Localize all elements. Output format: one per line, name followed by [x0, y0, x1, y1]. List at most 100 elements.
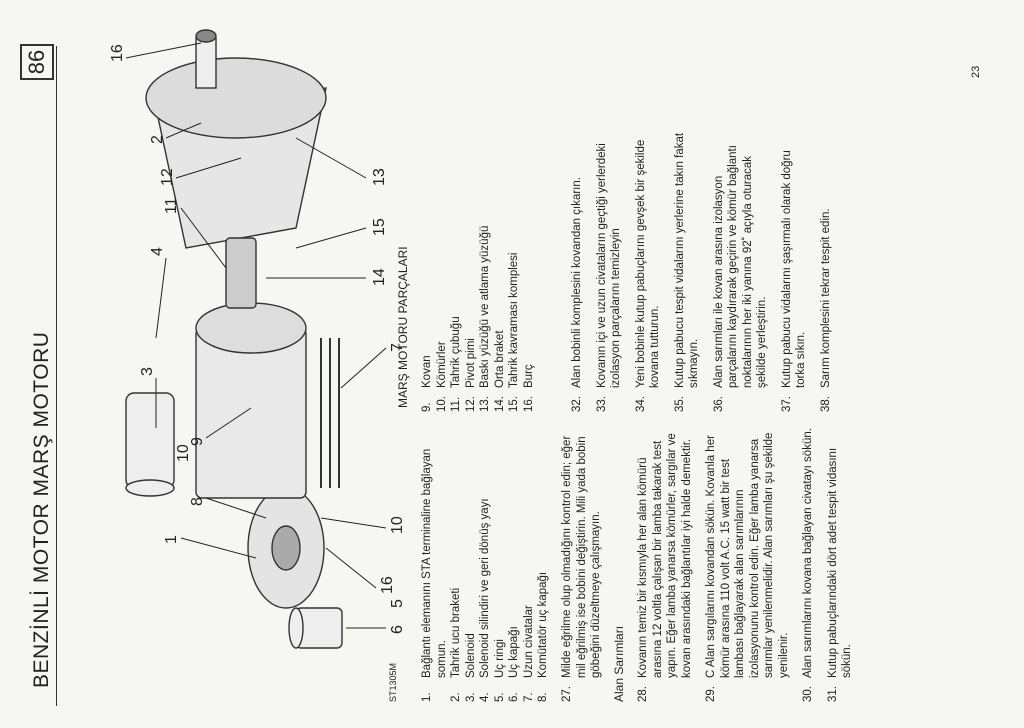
procedure-step: 33. Kovanın içi ve uzun civataların geçti… [595, 122, 624, 412]
callout-2: 2 [149, 135, 166, 144]
procedure-step: 30.Alan sarımlarını kovana bağlayan civa… [801, 422, 816, 702]
item-number: 29. [705, 686, 717, 702]
procedure-step: 27. Milde eğrilme olup olmadığını kontrol… [560, 422, 604, 702]
item-number: 2. [450, 692, 462, 702]
procedure-step: 32. Alan bobinli komplesini kovandan çıka… [570, 122, 585, 412]
item-number: 16. [522, 396, 535, 412]
header-rule [56, 46, 57, 706]
callout-15: 15 [371, 218, 388, 236]
item-text: Orta braket [493, 330, 506, 388]
item-text: Tahrik çubuğu [450, 316, 462, 388]
item-text: Milde eğrilme olup olmadığını kontrol ed… [561, 435, 602, 678]
item-text: Kutup pabuçlarındaki dört adet tespit vi… [826, 447, 854, 678]
item-number: 38. [819, 396, 832, 412]
text-column-left: 27. Milde eğrilme olup olmadığını kontrol… [560, 422, 855, 702]
item-text: Sarım komplesini tekrar tespit edin. [819, 208, 832, 388]
solenoid-shape [125, 392, 175, 489]
item-number: 33. [595, 396, 608, 412]
item-number: 34. [634, 396, 647, 412]
page-box-number: 86 [20, 44, 54, 80]
procedure-step: 31. Kutup pabuçlarındaki dört adet tespit… [826, 422, 855, 702]
part-list-item: 5.Uç ringi [493, 432, 508, 702]
item-number: 36. [712, 396, 725, 412]
part-list-item: 14. Orta braket [493, 162, 508, 412]
part-list-item: 11. Tahrik çubuğu [449, 162, 464, 412]
item-number: 14. [493, 396, 506, 412]
procedure-step: 28. Kovanın temiz bir kısmıyla her alan k… [636, 422, 694, 702]
item-number: 3. [464, 692, 477, 702]
callout-12: 12 [159, 168, 176, 186]
item-number: 9. [421, 402, 433, 412]
item-number: 4. [479, 692, 491, 702]
item-text: Kovanın içi ve uzun civataların geçtiği … [595, 143, 623, 388]
item-text: Komütatör uç kapağı [537, 571, 549, 678]
figure-code: ST1305M [388, 662, 398, 702]
callout-9: 9 [189, 437, 206, 446]
subhead-field-windings: Alan Sarımları [611, 625, 626, 702]
part-list-item: 6. Uç kapağı [507, 432, 522, 702]
item-number: 37. [780, 396, 793, 412]
item-number: 8. [537, 692, 549, 702]
part-list-item: 1. Bağlantı elemanını STA terminaline bağ… [420, 432, 449, 702]
item-text: Alan sarımlarını kovana bağlayan civatay… [802, 428, 814, 678]
parts-title: MARŞ MOTORU PARÇALARI [396, 246, 410, 408]
item-text: Kutup pabucu tespit vidalarını yerlerine… [673, 132, 701, 388]
starter-motor-exploded-diagram: 16 2 12 11 4 3 9 8 1 13 15 14 7 10 10 6 … [109, 29, 406, 649]
callout-11: 11 [163, 197, 180, 214]
part-list-item: 12.Pivot pimi [464, 162, 479, 412]
callout-16-top: 16 [109, 44, 126, 62]
callout-13: 13 [371, 168, 388, 186]
item-text: Tahrik kavraması komplesi [508, 252, 520, 388]
callout-16-bottom: 16 [379, 576, 396, 594]
callout-4: 4 [149, 247, 166, 256]
item-text: Uzun civatalar [522, 605, 535, 678]
item-text: Kovan [421, 355, 433, 388]
item-text: Kömürler [435, 341, 448, 388]
callout-7: 7 [389, 343, 406, 352]
part-list-item: 3. Solenoid [464, 432, 479, 702]
callout-8: 8 [189, 497, 206, 506]
item-number: 6. [508, 692, 520, 702]
part-list-item: 10. Kömürler [435, 162, 450, 412]
item-text: Bağlantı elemanını STA terminaline bağla… [421, 448, 448, 678]
part-list-item: 2.Tahrik ucu braketi [449, 432, 464, 702]
item-number: 31. [826, 686, 839, 702]
part-list-item: 15. Tahrik kavraması komplesi [507, 162, 522, 412]
item-text: Alan bobinli komplesini kovandan çıkarın… [571, 177, 583, 388]
item-number: 13. [479, 396, 491, 412]
procedure-step: 36.Alan sarımları ile kovan arasına izol… [712, 122, 770, 412]
procedure-step: 38. Sarım komplesini tekrar tespit edin. [819, 122, 834, 412]
part-list-item: 7.Uzun civatalar [522, 432, 537, 702]
parts-list-left: 1. Bağlantı elemanını STA terminaline bağ… [420, 432, 551, 702]
item-number: 11. [450, 396, 462, 412]
part-list-item: 8. Komütatör uç kapağı [536, 432, 551, 702]
item-text: Burç [522, 364, 535, 388]
procedure-step: 37. Kutup pabucu vidalarını şaşırmalı ola… [780, 122, 809, 412]
item-number: 5. [493, 692, 506, 702]
item-number: 35. [673, 396, 686, 412]
item-number: 1. [421, 692, 433, 702]
procedure-step: 29. C Alan sargılarını kovandan sökün. Ko… [704, 422, 791, 702]
item-text: Kovanın temiz bir kısmıyla her alan kömü… [637, 433, 693, 678]
part-list-item: 13. Baskı yüzüğü ve atlama yüzüğü [478, 162, 493, 412]
callout-5: 5 [389, 599, 406, 608]
callout-3: 3 [139, 367, 156, 376]
part-list-item: 4.Solenoid silindiri ve geri dönüş yayı [478, 432, 493, 702]
item-number: 15. [508, 396, 520, 412]
text-column-right: 32. Alan bobinli komplesini kovandan çıka… [560, 122, 833, 412]
callout-10-a: 10 [175, 444, 192, 462]
item-number: 32. [571, 396, 583, 412]
item-text: Solenoid [464, 633, 477, 678]
procedure-step: 35. Kutup pabucu tespit vidalarını yerler… [673, 122, 702, 412]
item-text: Kutup pabucu vidalarını şaşırmalı olarak… [780, 150, 808, 388]
item-number: 10. [435, 396, 448, 412]
item-text: Yeni bobinle kutup pabuçlarını gevşek bi… [634, 139, 662, 388]
item-number: 27. [561, 686, 573, 702]
item-text: Baskı yüzüğü ve atlama yüzüğü [479, 225, 491, 388]
part-list-item: 9. Kovan [420, 162, 435, 412]
item-number: 28. [637, 686, 649, 702]
item-text: Uç kapağı [508, 626, 520, 678]
item-text: C Alan sargılarını kovandan sökün. Kovan… [705, 432, 790, 678]
